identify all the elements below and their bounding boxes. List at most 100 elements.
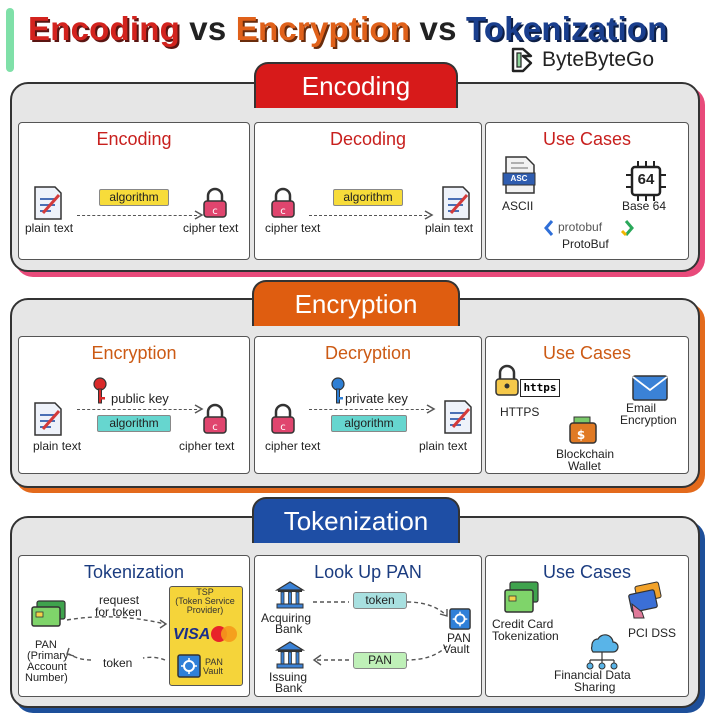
https-label: HTTPS — [500, 405, 540, 419]
accent-bar — [6, 8, 14, 72]
credit-card-icon — [504, 581, 539, 613]
lock-icon: c — [203, 403, 227, 434]
arrow-head-icon — [194, 210, 204, 220]
algorithm-label: algorithm — [99, 189, 169, 206]
pci-card-icon — [628, 581, 662, 619]
algorithm-label: algorithm — [331, 415, 407, 432]
issuing-bank-icon — [274, 641, 306, 669]
private-key-label: private key — [345, 391, 408, 406]
email-label-line1: Email — [626, 401, 657, 415]
svg-text:c: c — [212, 422, 218, 433]
panel-title: Tokenization — [83, 562, 185, 582]
pan-vault-label-line1: PAN — [447, 631, 471, 645]
blockchain-label-line1: Blockchain — [556, 447, 615, 461]
tsp-label-line3: Provider) — [186, 605, 224, 615]
issuing-label-line1: Issuing — [269, 670, 308, 684]
protobuf-logo-icon — [544, 220, 634, 237]
panel-title: Look Up PAN — [314, 562, 422, 582]
svg-text:c: c — [280, 206, 286, 217]
title-encryption: Encryption — [235, 10, 411, 47]
tokenization-panel: Tokenization PAN (Primary Account Number… — [18, 555, 250, 697]
bytebytego-logo-icon — [511, 47, 533, 73]
pan-vault-icon — [449, 608, 471, 630]
algorithm-label: algorithm — [333, 189, 403, 206]
blockchain-label-line2: Wallet — [568, 459, 601, 473]
lock-icon: c — [271, 403, 295, 434]
document-icon — [34, 186, 62, 220]
flow-arrow — [309, 409, 429, 410]
panel-title: Decoding — [329, 129, 407, 149]
vault-label-line1: PAN — [205, 657, 223, 667]
plain-text-label: plain text — [25, 221, 74, 235]
cc-label-line1: Credit Card — [492, 617, 554, 631]
encryption-banner: Encryption — [252, 280, 460, 326]
lock-icon: c — [203, 187, 227, 218]
token-flow-arrows — [66, 616, 168, 661]
cloud-network-icon — [586, 634, 619, 670]
blue-key-icon — [331, 377, 345, 404]
tsp-label-line1: TSP — [196, 587, 214, 597]
title-tokenization: Tokenization — [466, 10, 668, 47]
algorithm-label: algorithm — [97, 415, 171, 432]
wallet-icon: $ — [569, 416, 597, 444]
flow-arrow — [77, 409, 197, 410]
ascii-icon-text: ASC — [510, 174, 528, 183]
encoding-banner: Encoding — [254, 62, 458, 108]
decoding-panel: Decoding algorithm c cipher text plain t… — [254, 122, 482, 260]
flow-arrow — [309, 215, 427, 216]
protobuf-label: ProtoBuf — [562, 237, 609, 251]
mastercard-logo-icon — [211, 626, 237, 642]
email-label-line2: Encryption — [620, 413, 677, 427]
email-icon — [632, 375, 668, 401]
acquiring-label-line2: Bank — [275, 622, 303, 636]
svg-text:$: $ — [577, 428, 585, 442]
arrow-head-icon — [194, 404, 204, 414]
fin-label-line1: Financial Data — [554, 668, 631, 682]
plain-text-label: plain text — [33, 439, 82, 453]
page-title: Encoding vs Encryption vs Tokenization — [28, 10, 668, 48]
cc-label-line2: Tokenization — [492, 629, 559, 643]
token-label: token — [353, 592, 407, 609]
lock-icon: c — [271, 187, 295, 218]
pan-label-line4: Number) — [25, 672, 68, 684]
base64-icon-text: 64 — [637, 171, 655, 188]
request-label-line1: request — [99, 593, 140, 607]
document-icon — [34, 402, 62, 436]
encoding-panel: Encoding algorithm plain text c cipher t… — [18, 122, 250, 260]
fin-label-line2: Sharing — [574, 680, 616, 694]
flow-arrow — [77, 215, 197, 216]
plain-text-label: plain text — [425, 221, 474, 235]
title-vs: vs — [189, 10, 227, 47]
vault-label-line2: Vault — [203, 666, 223, 676]
encryption-use-cases-panel: Use Cases https HTTPS Email Encryption $… — [485, 336, 689, 474]
panel-title: Encoding — [96, 129, 172, 149]
pan-label-line1: PAN — [35, 639, 57, 651]
decryption-panel: Decryption private key algorithm c ciphe… — [254, 336, 482, 474]
vault-icon — [177, 654, 201, 678]
cipher-text-label: cipher text — [265, 221, 321, 235]
encryption-panel: Encryption public key algorithm plain te… — [18, 336, 250, 474]
request-label-line2: for token — [95, 605, 142, 619]
https-lock-icon — [495, 364, 519, 396]
panel-title: Encryption — [91, 343, 177, 363]
lookup-pan-panel: Look Up PAN Acquiring Bank Issuing Bank … — [254, 555, 482, 697]
base64-chip-icon — [626, 161, 666, 201]
token-label: token — [103, 656, 133, 670]
acquiring-label-line1: Acquiring — [261, 611, 312, 625]
encoding-use-cases-panel: Use Cases ASC ASCII 64 Base 64 protobuf … — [485, 122, 689, 260]
public-key-label: public key — [111, 391, 169, 406]
credit-card-icon — [31, 600, 66, 627]
panel-title: Use Cases — [542, 562, 632, 582]
svg-text:c: c — [280, 422, 286, 433]
plain-text-label: plain text — [419, 439, 468, 453]
tokenization-banner: Tokenization — [252, 497, 460, 543]
panel-title: Decryption — [324, 343, 412, 363]
arrow-head-icon — [426, 404, 436, 414]
pan-label: PAN — [353, 652, 407, 669]
title-encoding: Encoding — [28, 10, 180, 47]
protobuf-logo-text: protobuf — [558, 220, 603, 234]
cipher-text-label: cipher text — [265, 439, 321, 453]
arrow-head-icon — [424, 210, 434, 220]
cipher-text-label: cipher text — [179, 439, 235, 453]
title-vs: vs — [419, 10, 457, 47]
